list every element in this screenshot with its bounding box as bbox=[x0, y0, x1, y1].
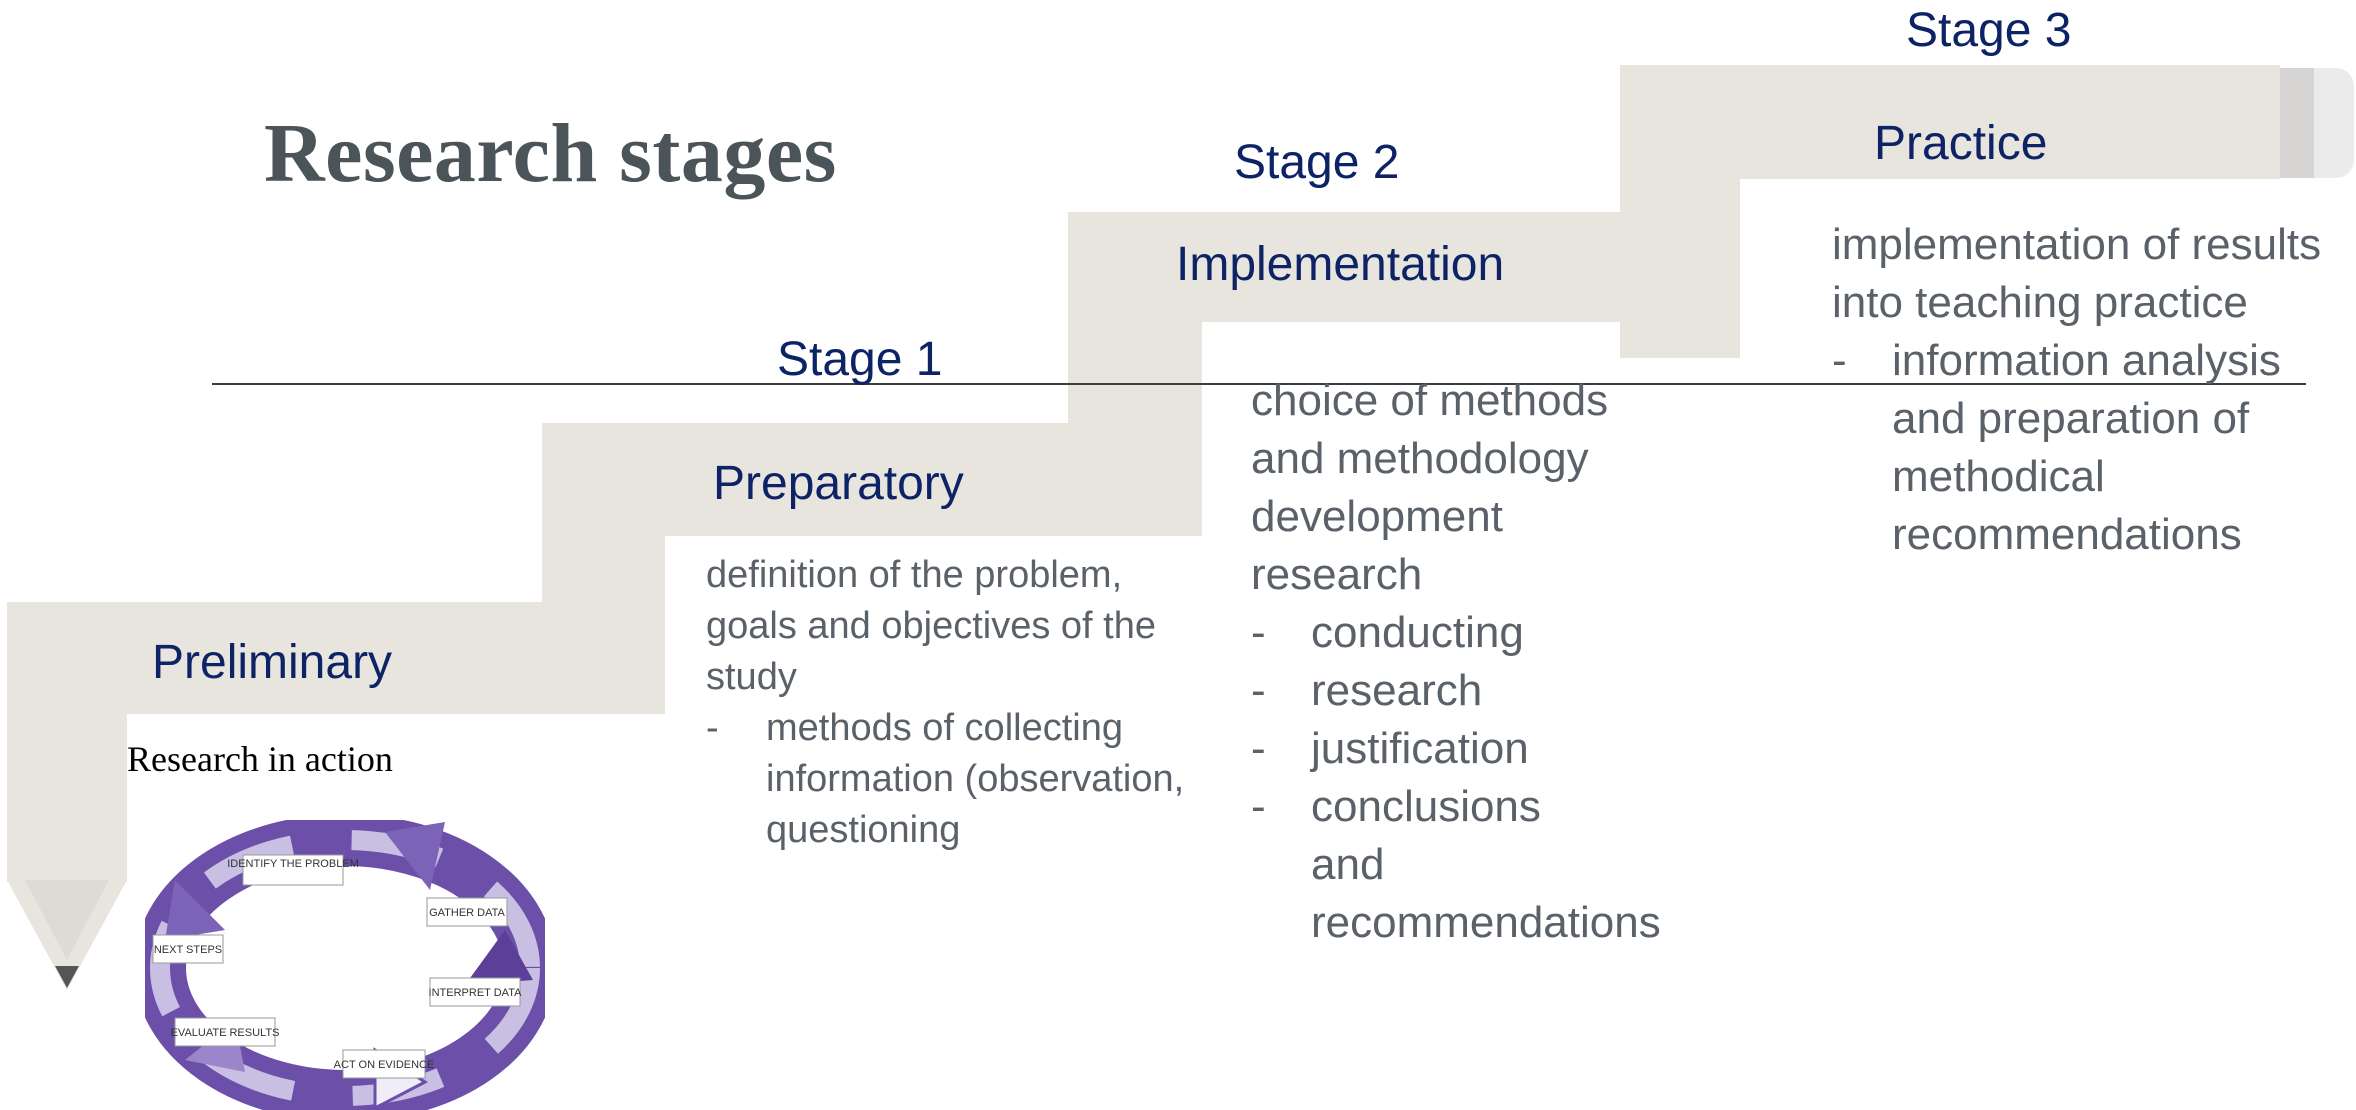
cycle-label-gather: GATHER DATA bbox=[429, 907, 505, 919]
stage-1-label: Stage 1 bbox=[777, 333, 943, 386]
pencil-tip-icon bbox=[7, 880, 127, 990]
research-in-action-caption: Research in action bbox=[127, 739, 393, 779]
preparatory-intro: definition of the problem, goals and obj… bbox=[706, 554, 1156, 698]
page-title: Research stages bbox=[264, 107, 837, 200]
list-item: -conclusions and recommendations bbox=[1251, 782, 1661, 947]
implementation-description: choice of methods and methodology develo… bbox=[1251, 372, 1661, 952]
list-item: -methods of collecting information (obse… bbox=[706, 707, 1185, 851]
research-cycle-diagram: IDENTIFY THE PROBLEM GATHER DATA INTERPR… bbox=[145, 820, 545, 1110]
cycle-arrow-icon bbox=[385, 822, 445, 890]
implementation-intro: choice of methods and methodology develo… bbox=[1251, 376, 1609, 599]
pencil-cap bbox=[2280, 68, 2314, 178]
step-implementation-label: Implementation bbox=[1176, 238, 1505, 291]
step-preliminary-label: Preliminary bbox=[152, 636, 393, 689]
stage-2-label: Stage 2 bbox=[1234, 136, 1400, 189]
cycle-label-interpret: INTERPRET DATA bbox=[429, 987, 523, 999]
step-block-practice-bar bbox=[1620, 65, 2280, 179]
pencil-eraser bbox=[2314, 68, 2354, 178]
list-item: -justification bbox=[1251, 724, 1529, 773]
cycle-label-identify: IDENTIFY THE PROBLEM bbox=[227, 858, 359, 870]
step-preparatory-label: Preparatory bbox=[713, 457, 964, 510]
list-item: -information analysis and preparation of… bbox=[1832, 336, 2281, 559]
cycle-label-evaluate: EVALUATE RESULTS bbox=[171, 1027, 280, 1039]
list-item: -research bbox=[1251, 666, 1483, 715]
cycle-label-next: NEXT STEPS bbox=[154, 944, 222, 956]
preparatory-description: definition of the problem, goals and obj… bbox=[706, 550, 1206, 856]
practice-intro: implementation of results into teaching … bbox=[1832, 220, 2322, 327]
cycle-arrow-icon bbox=[165, 880, 225, 940]
stage-3-label: Stage 3 bbox=[1906, 4, 2072, 57]
practice-description: implementation of results into teaching … bbox=[1832, 216, 2332, 564]
cycle-label-act: ACT ON EVIDENCE bbox=[334, 1059, 435, 1071]
divider-line bbox=[212, 383, 2306, 385]
list-item: -conducting bbox=[1251, 608, 1524, 657]
step-practice-label: Practice bbox=[1874, 117, 2048, 170]
cycle-arrow-icon bbox=[465, 930, 533, 985]
